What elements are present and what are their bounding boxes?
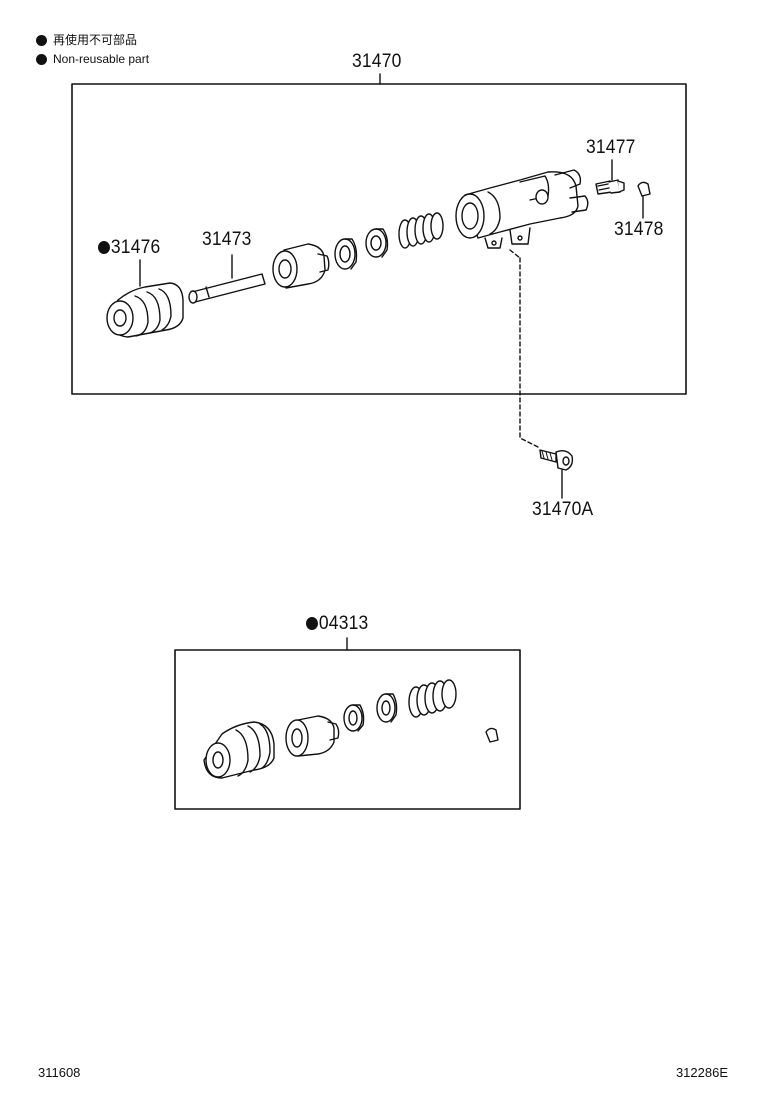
assembly-box xyxy=(71,83,687,395)
label-bleeder-plug: 31477 xyxy=(586,137,636,158)
piston-part xyxy=(272,243,330,289)
boot-part xyxy=(106,259,184,338)
non-reusable-dot-icon xyxy=(98,241,110,254)
label-assembly: 31470 xyxy=(352,51,402,72)
bolt-dashed-leader xyxy=(519,257,541,449)
cylinder-body-part xyxy=(455,169,589,249)
piston-cup-part xyxy=(334,238,358,270)
non-reusable-dot-icon xyxy=(36,34,47,46)
footer-left-code: 311608 xyxy=(38,1065,81,1080)
bolt-part xyxy=(539,449,574,499)
kit-boot-part xyxy=(203,721,275,779)
label-repair-kit: 04313 xyxy=(306,614,368,634)
kit-spring-part xyxy=(408,679,457,718)
kit-piston-cup-part xyxy=(376,693,398,723)
label-boot: 31476 xyxy=(98,238,160,258)
repair-kit-box xyxy=(174,649,521,810)
bleeder-cap-part xyxy=(637,181,651,219)
legend-text-english: Non-reusable part xyxy=(53,52,150,66)
push-rod-part xyxy=(188,254,266,304)
kit-bleeder-cap-part xyxy=(485,727,499,743)
kit-piston-cup-part xyxy=(343,704,365,732)
piston-cup-part xyxy=(365,228,389,258)
footer-right-code: 312286E xyxy=(675,1065,728,1080)
legend-item-japanese: 再使用不可部品 xyxy=(36,33,137,47)
label-push-rod: 31473 xyxy=(202,229,252,250)
label-bleeder-cap: 31478 xyxy=(614,219,664,240)
bleeder-plug-part xyxy=(595,159,625,195)
kit-piston-part xyxy=(285,715,340,757)
legend-text-japanese: 再使用不可部品 xyxy=(53,33,138,47)
bolt-dashed-leader xyxy=(509,249,521,259)
non-reusable-dot-icon xyxy=(306,617,318,630)
non-reusable-dot-icon xyxy=(36,53,47,65)
label-bolt: 31470A xyxy=(532,499,594,520)
spring-part xyxy=(398,212,444,249)
legend-item-english: Non-reusable part xyxy=(36,52,149,66)
